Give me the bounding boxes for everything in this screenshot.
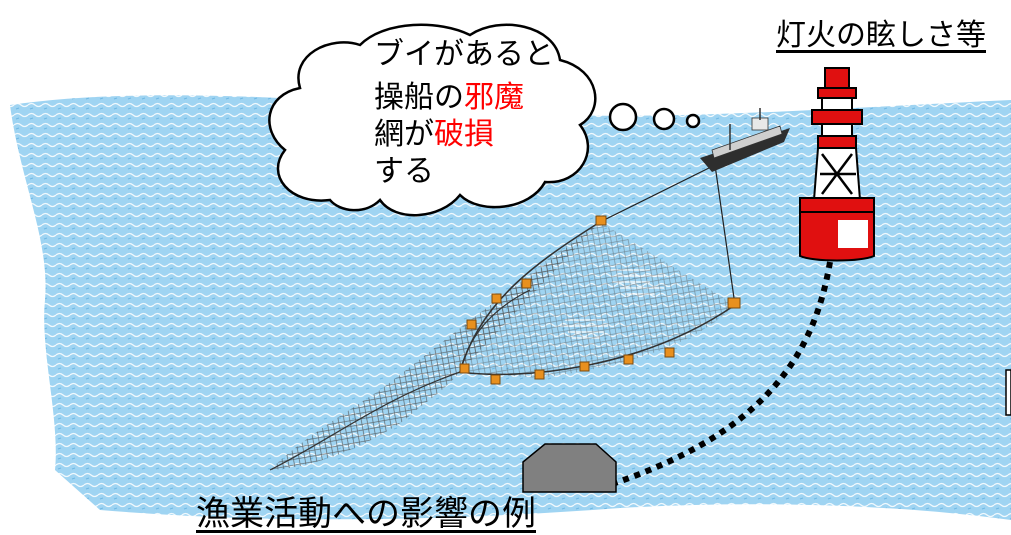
fishing-boat-icon [700,108,790,172]
fishing-net [269,164,736,471]
buoy-light-caption: 灯火の眩しさ等 [776,18,986,53]
fishing-impact-caption: 漁業活動への影響の例 [196,494,536,534]
cloud-thought-bubble [268,23,701,217]
bubble-line-3: 網が破損 [374,120,494,150]
bubble-line-4: する [374,154,434,189]
bubble-line-2-highlight: 邪魔 [464,80,524,115]
bubble-line-3-highlight: 破損 [434,117,494,152]
bubble-line-3-prefix: 網が [374,117,434,152]
net-float-icon [459,215,741,385]
bubble-line-2-prefix: 操船の [374,80,464,115]
bubble-line-2: 操船の邪魔 [374,83,524,113]
edge-marker [1005,369,1011,416]
lighthouse-buoy-icon [799,67,875,262]
mooring-chain [614,261,833,486]
bubble-line-1: ブイがあると [374,37,554,72]
anchor-sinker-block [522,443,617,493]
